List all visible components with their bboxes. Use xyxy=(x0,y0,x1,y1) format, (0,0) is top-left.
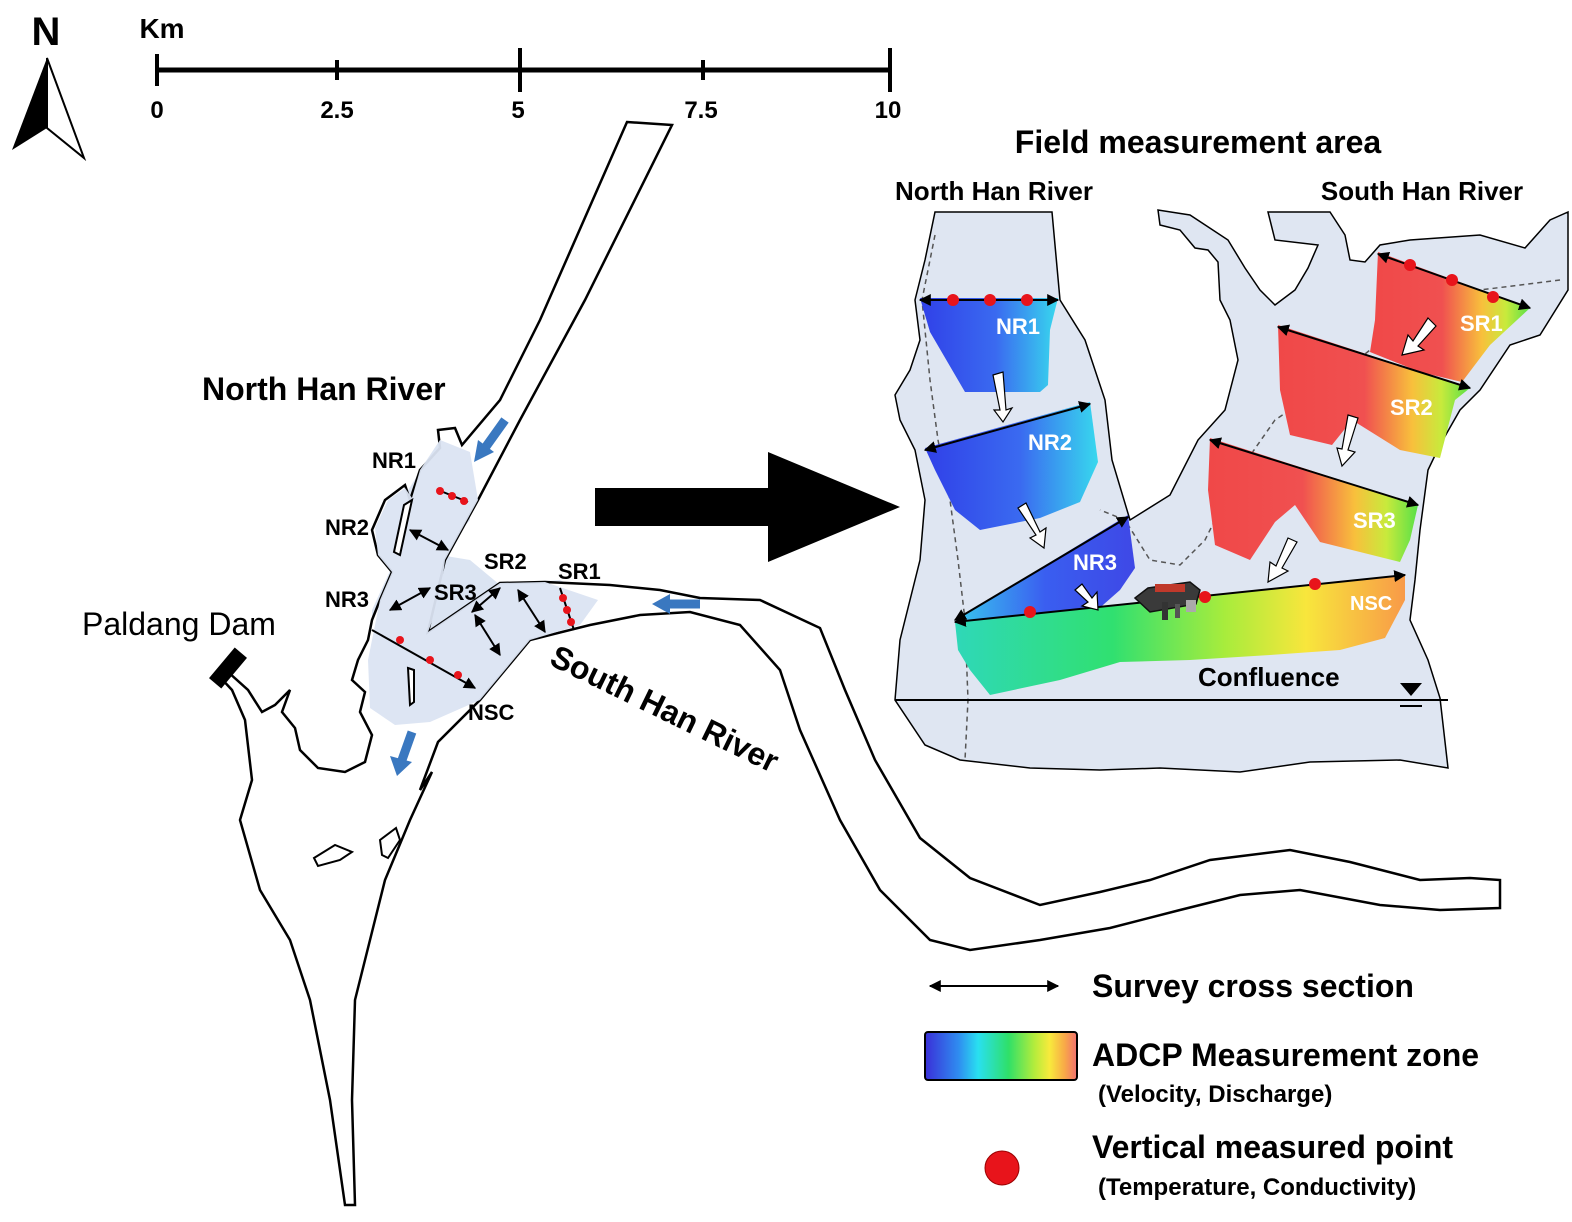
detail-label-nr3: NR3 xyxy=(1073,550,1117,575)
detail-label-sr1: SR1 xyxy=(1460,311,1503,336)
overview-section-sr2 xyxy=(517,588,546,634)
legend-point-symbol xyxy=(984,1150,1020,1186)
detail-label-nr2: NR2 xyxy=(1028,430,1072,455)
overview-label-nr2: NR2 xyxy=(325,515,369,540)
adcp-zone-nr1 xyxy=(920,298,1058,392)
overview-island-nr2 xyxy=(392,497,414,557)
north-arrow: N xyxy=(12,10,87,162)
overview-island-2 xyxy=(312,843,355,868)
overview-label-nr1: NR1 xyxy=(372,448,416,473)
water-level-marker xyxy=(1400,683,1422,696)
overview-island-1 xyxy=(406,666,415,707)
scale-tick-7-5: 7.5 xyxy=(684,97,717,124)
zoom-arrow xyxy=(595,452,900,562)
overview-island-3 xyxy=(378,826,402,860)
scale-tick-0: 0 xyxy=(150,97,163,124)
scale-tick-2-5: 2.5 xyxy=(320,97,353,124)
detail-section-nr2 xyxy=(923,401,1092,453)
overview-label-nr3: NR3 xyxy=(325,587,369,612)
legend-adcp-swatch xyxy=(924,1031,1078,1081)
detail-dashed-north xyxy=(921,234,969,761)
detail-confluence-label: Confluence xyxy=(1198,662,1340,692)
overview-label-sr1: SR1 xyxy=(558,559,601,584)
overview-flow-arrows xyxy=(390,417,700,776)
detail-label-nr1: NR1 xyxy=(996,314,1040,339)
detail-label-sr3: SR3 xyxy=(1353,508,1396,533)
north-arrow-light-half xyxy=(46,57,87,162)
legend: Survey cross section ADCP Measurement zo… xyxy=(924,968,1479,1201)
detail-south-han-label: South Han River xyxy=(1321,176,1523,206)
scale-unit: Km xyxy=(139,13,184,44)
overview-label-sr3: SR3 xyxy=(434,580,477,605)
overview-dam-label: Paldang Dam xyxy=(82,606,276,642)
overview-label-sr2: SR2 xyxy=(484,549,527,574)
overview-section-nr3 xyxy=(388,587,432,611)
detail-north-han-label: North Han River xyxy=(895,176,1093,206)
legend-adcp-label: ADCP Measurement zone xyxy=(1092,1037,1479,1073)
overview-section-nr2 xyxy=(408,529,450,551)
overview-label-nsc: NSC xyxy=(468,700,515,725)
legend-vertical-label: Vertical measured point xyxy=(1092,1129,1453,1165)
north-arrow-dark-half xyxy=(12,58,47,150)
adcp-boat-icon xyxy=(1133,581,1201,620)
overview-map: North Han River South Han River Paldang … xyxy=(82,120,1502,1207)
detail-label-nsc: NSC xyxy=(1350,593,1392,615)
overview-points xyxy=(396,487,575,679)
overview-zone-shade xyxy=(368,440,598,725)
scale-bar: Km 0 2.5 5 7.5 10 xyxy=(139,13,901,124)
detail-label-sr2: SR2 xyxy=(1390,395,1433,420)
detail-title: Field measurement area xyxy=(1015,124,1382,160)
scale-tick-10: 10 xyxy=(875,97,902,124)
overview-section-sr3 xyxy=(471,587,501,613)
detail-section-sr3 xyxy=(1208,437,1420,508)
north-arrow-letter: N xyxy=(32,10,61,54)
overview-north-han-label: North Han River xyxy=(202,371,446,407)
overview-section-sr3b xyxy=(474,613,501,657)
legend-survey-label: Survey cross section xyxy=(1092,968,1414,1004)
detail-map: Field measurement area North Han River S… xyxy=(894,124,1569,773)
paldang-dam xyxy=(209,647,247,689)
legend-adcp-sub: (Velocity, Discharge) xyxy=(1098,1081,1332,1108)
detail-section-sr2 xyxy=(1276,324,1472,391)
detail-flow-arrows xyxy=(992,317,1437,611)
scale-tick-5: 5 xyxy=(511,97,524,124)
legend-vertical-sub: (Temperature, Conductivity) xyxy=(1098,1174,1416,1201)
overview-south-han-label: South Han River xyxy=(545,638,785,779)
detail-points xyxy=(947,259,1499,618)
